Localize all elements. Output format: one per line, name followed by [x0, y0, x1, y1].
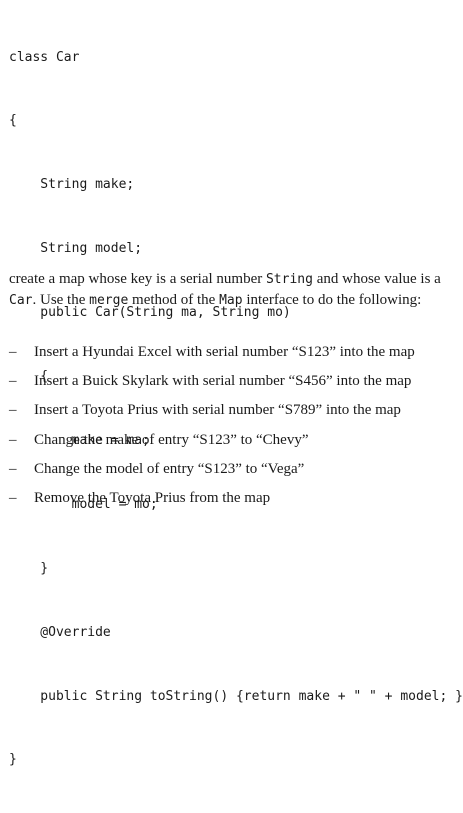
- code-line: }: [9, 560, 49, 576]
- code-line: make = ma;: [9, 432, 150, 448]
- code-term-car: Car: [9, 293, 33, 308]
- list-item-text: Change the make of entry “S123” to “Chev…: [34, 431, 309, 448]
- code-line: {: [9, 369, 49, 385]
- dash-bullet: –: [9, 460, 17, 477]
- code-term-merge: merge: [89, 293, 129, 308]
- dash-bullet: –: [9, 373, 17, 390]
- list-item: – Change the make of entry “S123” to “Ch…: [9, 429, 454, 458]
- list-item: – Insert a Hyundai Excel with serial num…: [9, 341, 454, 370]
- task-list: – Insert a Hyundai Excel with serial num…: [9, 341, 454, 516]
- code-line: {: [9, 113, 17, 129]
- list-item: – Change the model of entry “S123” to “V…: [9, 458, 454, 487]
- dash-bullet: –: [9, 489, 17, 506]
- list-item-text: Remove the Toyota Prius from the map: [34, 489, 271, 506]
- code-term-map: Map: [219, 293, 243, 308]
- prose-text: method of the: [128, 292, 220, 308]
- list-item-text: Insert a Buick Skylark with serial numbe…: [34, 373, 412, 390]
- code-line: String make;: [9, 177, 135, 193]
- document-page: class Car { String make; String model; p…: [9, 49, 463, 768]
- dash-bullet: –: [9, 431, 17, 448]
- list-item: – Insert a Buick Skylark with serial num…: [9, 370, 454, 399]
- list-item-text: Change the model of entry “S123” to “Veg…: [34, 460, 305, 477]
- prose-text: interface to do the following:: [242, 292, 422, 308]
- code-line: class Car: [9, 49, 80, 65]
- code-line: }: [9, 752, 17, 768]
- list-item-text: Insert a Toyota Prius with serial number…: [34, 402, 401, 419]
- list-item: – Insert a Toyota Prius with serial numb…: [9, 399, 454, 428]
- prose-text: create a map whose key is a serial numbe…: [9, 271, 266, 287]
- prose-text: . Use the: [32, 292, 90, 308]
- code-line: String model;: [9, 241, 143, 257]
- prose-text: and whose value is a: [312, 271, 441, 287]
- code-term-string: String: [265, 272, 313, 287]
- code-line: @Override: [9, 624, 111, 640]
- code-line: public String toString() {return make + …: [9, 688, 463, 704]
- dash-bullet: –: [9, 402, 17, 419]
- dash-bullet: –: [9, 344, 17, 360]
- list-item: – Remove the Toyota Prius from the map: [9, 487, 454, 516]
- code-line: public Car(String ma, String mo): [9, 305, 291, 321]
- instruction-paragraph: create a map whose key is a serial numbe…: [9, 269, 449, 311]
- code-line: model = mo;: [9, 496, 158, 512]
- list-item-text: Insert a Hyundai Excel with serial numbe…: [34, 344, 415, 360]
